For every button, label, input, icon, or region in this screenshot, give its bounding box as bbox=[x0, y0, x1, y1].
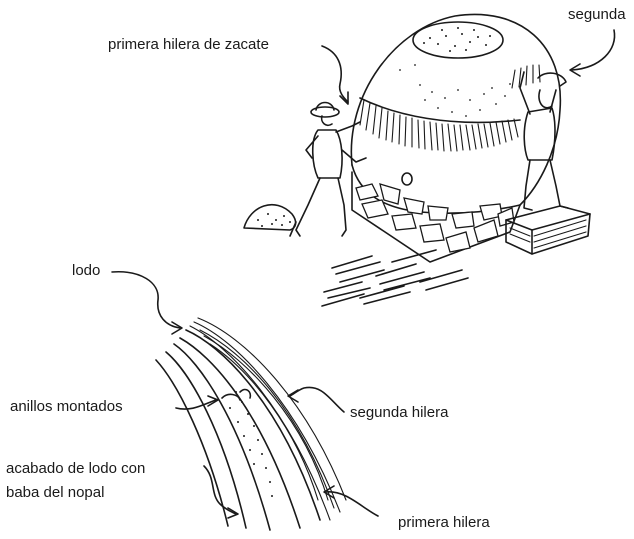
opening-stipple bbox=[423, 27, 491, 52]
arrow-acabado bbox=[203, 465, 239, 519]
crate bbox=[505, 205, 591, 255]
arrow-lodo bbox=[111, 271, 183, 335]
label-anillos-montados: anillos montados bbox=[10, 398, 123, 415]
label-primera-hilera: primera hilera bbox=[398, 514, 490, 531]
label-lodo: lodo bbox=[72, 262, 101, 279]
second-thatch bbox=[511, 64, 541, 89]
arrow-segunda bbox=[569, 29, 616, 77]
left-worker bbox=[295, 101, 367, 237]
wall-cross-section bbox=[155, 317, 347, 531]
arrow-primera-hilera bbox=[323, 485, 379, 517]
label-segunda-hilera: segunda hilera bbox=[350, 404, 449, 421]
label-primera-hilera-de-zacate: primera hilera de zacate bbox=[108, 36, 269, 53]
dome-speckles bbox=[399, 64, 511, 117]
dome-opening bbox=[412, 21, 504, 59]
arrow-anillos bbox=[175, 395, 219, 410]
arrow-primera-zacate bbox=[321, 45, 349, 105]
dome-structure bbox=[350, 13, 562, 214]
stone-base bbox=[351, 171, 521, 263]
mud-pile bbox=[243, 203, 297, 237]
loose-straw bbox=[321, 249, 469, 307]
thatch-strands bbox=[359, 99, 519, 152]
arrow-segunda-hilera bbox=[287, 386, 345, 413]
label-acabado-line1: acabado de lodo con bbox=[6, 460, 146, 477]
label-acabado-line2: baba del nopal bbox=[6, 484, 105, 501]
label-segunda: segunda bbox=[568, 6, 626, 23]
vent-hole bbox=[401, 172, 413, 186]
